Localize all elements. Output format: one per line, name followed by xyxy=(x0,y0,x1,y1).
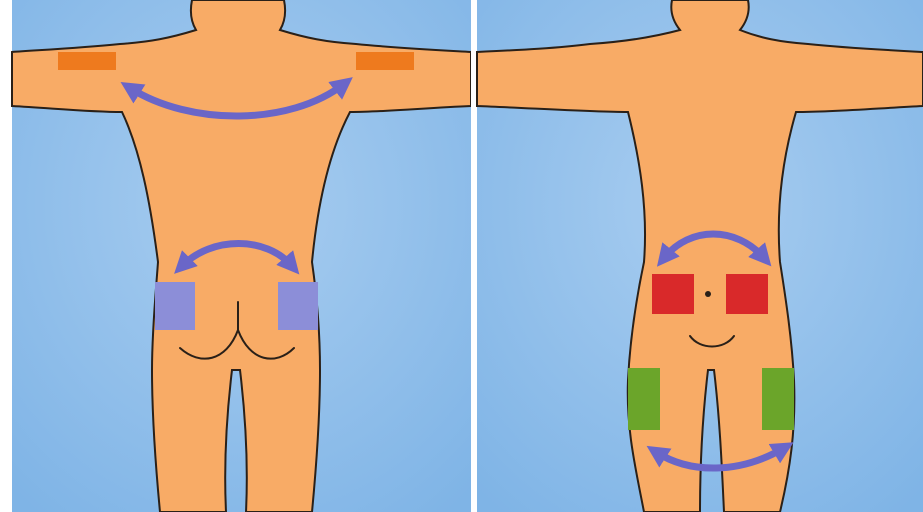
left-thigh-injection-site xyxy=(628,368,660,430)
left-abdomen-injection-site xyxy=(652,274,694,314)
right-abdomen-injection-site xyxy=(726,274,768,314)
right-thigh-injection-site xyxy=(762,368,794,430)
left-buttock-injection-site xyxy=(155,282,195,330)
right-shoulder-injection-site xyxy=(356,52,414,70)
left-shoulder-injection-site xyxy=(58,52,116,70)
back-view-panel xyxy=(12,0,471,512)
navel-dot xyxy=(705,291,711,297)
right-buttock-injection-site xyxy=(278,282,318,330)
front-view-panel xyxy=(477,0,923,512)
